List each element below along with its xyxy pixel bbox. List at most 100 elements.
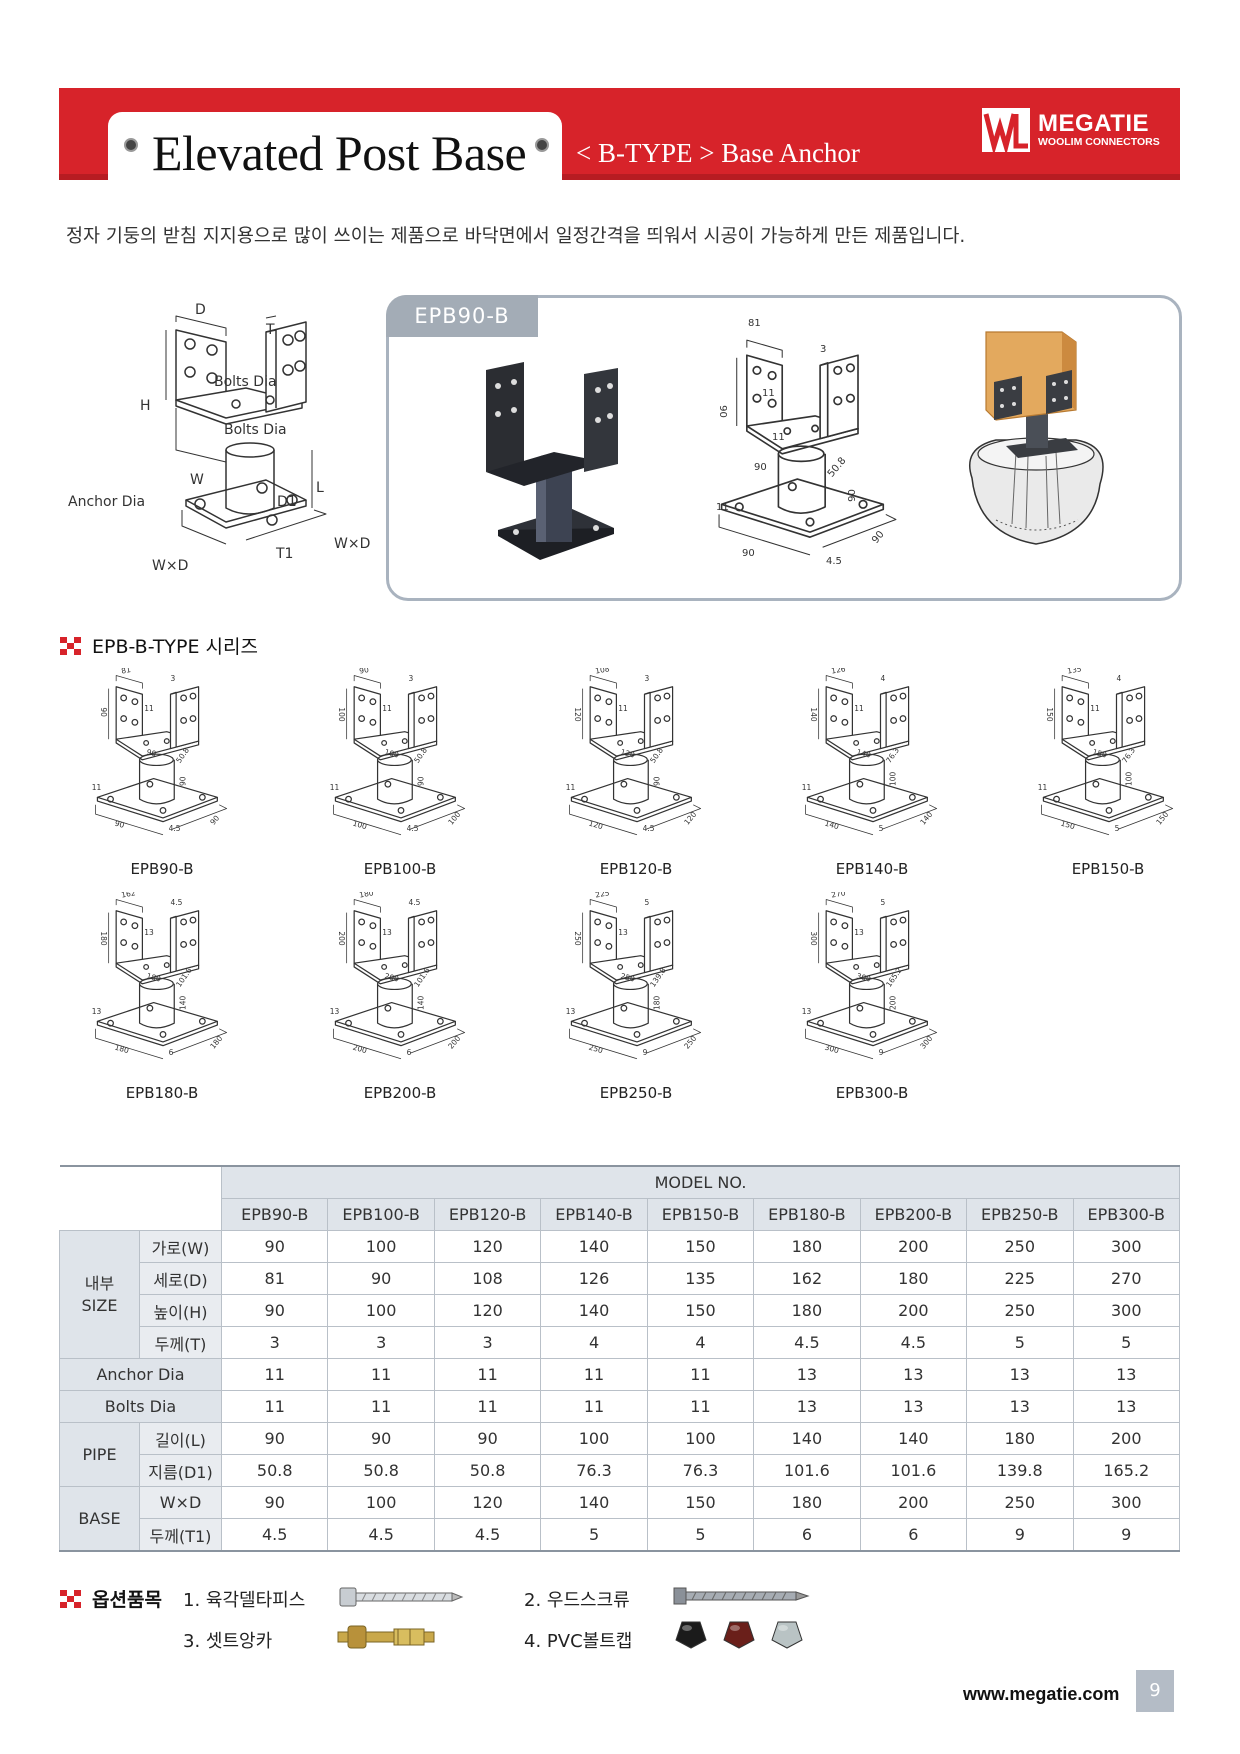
series-dim-t: 4.5 bbox=[408, 898, 420, 907]
value-cell: 120 bbox=[433, 1486, 542, 1519]
value-cell: 5 bbox=[966, 1326, 1074, 1359]
label-t1: T1 bbox=[276, 546, 294, 562]
feature-dimension-drawing bbox=[718, 339, 897, 556]
value-cell: 200 bbox=[859, 1230, 968, 1263]
series-caption: EPB100-B bbox=[363, 860, 437, 878]
value-cell: 140 bbox=[540, 1230, 648, 1263]
value-cell: 11 bbox=[646, 1390, 755, 1423]
value-cell: 165.2 bbox=[1072, 1454, 1180, 1487]
series-dim-w: 90 bbox=[146, 747, 158, 758]
series-dim-t1: 5 bbox=[879, 824, 884, 833]
value-cell: 100 bbox=[540, 1422, 648, 1455]
label-w: W bbox=[190, 472, 204, 488]
label-l: L bbox=[316, 480, 324, 496]
series-dim-anchor: 11 bbox=[1038, 783, 1048, 792]
series-dim-base-w: 90 bbox=[114, 819, 126, 830]
series-dim-t: 4.5 bbox=[170, 898, 182, 907]
value-cell: 200 bbox=[859, 1486, 968, 1519]
value-cell: 81 bbox=[220, 1262, 329, 1295]
series-dim-t: 4 bbox=[880, 674, 885, 683]
series-dim-pipe: 76.3 bbox=[1120, 746, 1137, 765]
value-cell: 6 bbox=[859, 1518, 968, 1552]
series-dim-bolt: 13 bbox=[854, 928, 864, 937]
bolt-cap-icon bbox=[771, 1621, 803, 1649]
series-dim-base-w: 140 bbox=[824, 819, 840, 832]
value-cell: 11 bbox=[327, 1358, 435, 1391]
wood-screw-icon bbox=[673, 1587, 810, 1605]
series-dim-anchor: 13 bbox=[802, 1007, 812, 1016]
value-cell: 300 bbox=[1072, 1294, 1180, 1327]
row-sublabel: W×D bbox=[139, 1486, 222, 1519]
page-number: 9 bbox=[1136, 1670, 1174, 1712]
dim-t: 3 bbox=[820, 344, 827, 355]
series-dim-d: 270 bbox=[831, 892, 847, 900]
title-dot-right bbox=[535, 138, 549, 152]
model-header-cell: EPB250-B bbox=[966, 1198, 1074, 1231]
label-anchor-dia: Anchor Dia bbox=[68, 494, 146, 510]
option-item-3: 3. 셋트앙카 bbox=[183, 1631, 273, 1652]
series-dim-d: 135 bbox=[1067, 668, 1083, 676]
value-cell: 50.8 bbox=[433, 1454, 542, 1487]
series-dim-anchor: 13 bbox=[566, 1007, 576, 1016]
series-dim-pipe: 76.3 bbox=[884, 746, 901, 765]
option-item-2: 2. 우드스크류 bbox=[524, 1590, 630, 1611]
series-dim-t: 5 bbox=[880, 898, 885, 907]
series-dim-pipe: 50.8 bbox=[648, 746, 665, 765]
value-cell: 120 bbox=[433, 1230, 542, 1263]
series-dim-d: 90 bbox=[359, 668, 370, 676]
value-cell: 225 bbox=[966, 1262, 1074, 1295]
row-sublabel: 두께(T1) bbox=[139, 1518, 222, 1552]
option-item-4: 4. PVC볼트캡 bbox=[524, 1631, 633, 1652]
feature-tab: EPB90-B bbox=[386, 295, 538, 337]
series-dim-h: 300 bbox=[809, 931, 818, 946]
series-dim-h: 120 bbox=[573, 707, 582, 722]
value-cell: 90 bbox=[220, 1486, 329, 1519]
value-cell: 3 bbox=[327, 1326, 435, 1359]
value-cell: 4.5 bbox=[220, 1518, 329, 1552]
series-dim-w: 120 bbox=[620, 747, 636, 759]
value-cell: 180 bbox=[753, 1294, 861, 1327]
series-dim-base-w: 180 bbox=[114, 1043, 130, 1056]
series-dim-base-d: 90 bbox=[208, 813, 221, 826]
value-cell: 250 bbox=[966, 1230, 1074, 1263]
value-cell: 140 bbox=[540, 1486, 648, 1519]
series-dim-base-d: 100 bbox=[446, 810, 462, 827]
series-dim-t: 3 bbox=[408, 674, 413, 683]
megatie-logo-icon bbox=[982, 108, 1030, 152]
dim-anchor: 11 bbox=[716, 502, 729, 513]
value-cell: 13 bbox=[859, 1358, 968, 1391]
value-cell: 100 bbox=[646, 1422, 755, 1455]
series-dim-w: 140 bbox=[856, 747, 872, 759]
dim-bolt: 11 bbox=[762, 388, 775, 399]
label-d: D bbox=[195, 302, 206, 318]
series-dim-bolt: 11 bbox=[1090, 704, 1100, 713]
value-cell: 76.3 bbox=[646, 1454, 755, 1487]
series-dim-anchor: 13 bbox=[92, 1007, 102, 1016]
value-cell: 250 bbox=[966, 1486, 1074, 1519]
series-dim-anchor: 13 bbox=[330, 1007, 340, 1016]
dim-w: 90 bbox=[754, 462, 767, 473]
series-dim-w: 180 bbox=[146, 971, 162, 983]
value-cell: 140 bbox=[540, 1294, 648, 1327]
label-h: H bbox=[140, 398, 151, 414]
footer-url[interactable]: www.megatie.com bbox=[963, 1684, 1120, 1704]
series-title: EPB-B-TYPE 시리즈 bbox=[92, 636, 258, 658]
value-cell: 11 bbox=[646, 1358, 755, 1391]
series-dim-base-w: 250 bbox=[588, 1043, 604, 1056]
series-heading: EPB-B-TYPE 시리즈 bbox=[60, 632, 258, 659]
value-cell: 162 bbox=[753, 1262, 861, 1295]
value-cell: 140 bbox=[753, 1422, 861, 1455]
value-cell: 120 bbox=[433, 1294, 542, 1327]
series-dim-l: 140 bbox=[178, 996, 187, 1011]
value-cell: 4 bbox=[540, 1326, 648, 1359]
